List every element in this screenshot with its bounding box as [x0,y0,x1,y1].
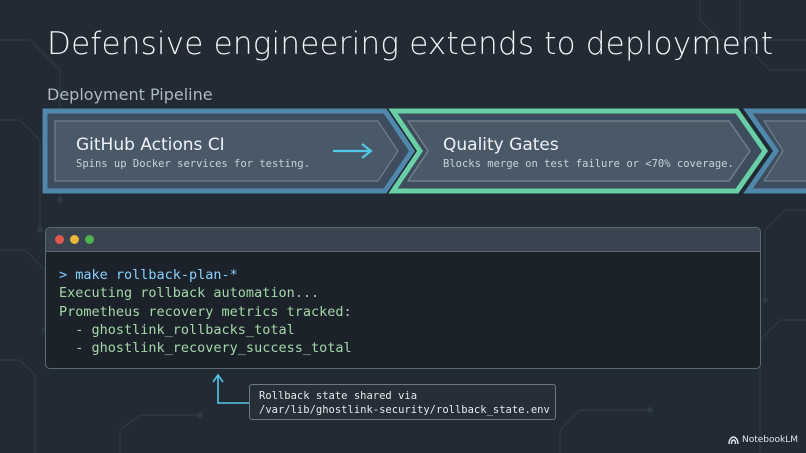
maximize-window-icon[interactable] [85,235,94,244]
deployment-pipeline: GitHub Actions CI Spins up Docker servic… [42,108,806,194]
terminal-window: > make rollback-plan-* Executing rollback… [45,227,761,369]
notebooklm-brand: NotebookLM [728,435,798,445]
right-arrow-icon [333,143,373,159]
terminal-title-bar [46,228,760,252]
rollback-state-callout: Rollback state shared via/var/lib/ghostl… [249,384,556,420]
stage-ci-title: GitHub Actions CI [76,135,225,155]
pipeline-subtitle: Deployment Pipeline [47,85,213,104]
stage-quality-gates-description: Blocks merge on test failure or <70% cov… [443,158,734,170]
notebooklm-logo-icon [728,435,739,444]
stage-quality-gates-title: Quality Gates [443,135,559,155]
terminal-output-line: - ghostlink_rollbacks_total [59,321,295,338]
callout-pointer-arrow-icon [212,373,250,404]
brand-name: NotebookLM [741,435,798,445]
terminal-command-line: > make rollback-plan-* [59,267,238,283]
pipeline-stage-quality-gates: Quality Gates Blocks merge on test failu… [388,108,769,194]
terminal-output-line: - ghostlink_recovery_success_total [59,340,352,357]
terminal-output: > make rollback-plan-* Executing rollback… [46,252,760,357]
stage-ci-description: Spins up Docker services for testing. [76,158,310,170]
callout-line-1: Rollback state shared via [259,390,418,402]
callout-line-2: /var/lib/ghostlink-security/rollback_sta… [259,404,550,416]
pipeline-stage-ci: GitHub Actions CI Spins up Docker servic… [42,108,416,194]
terminal-output-line: Executing rollback automation... [59,285,320,302]
slide-title: Defensive engineering extends to deploym… [47,26,774,62]
terminal-output-line: Prometheus recovery metrics tracked: [59,303,352,320]
close-window-icon[interactable] [55,235,64,244]
minimize-window-icon[interactable] [70,235,79,244]
pipeline-stage-next [743,108,806,194]
